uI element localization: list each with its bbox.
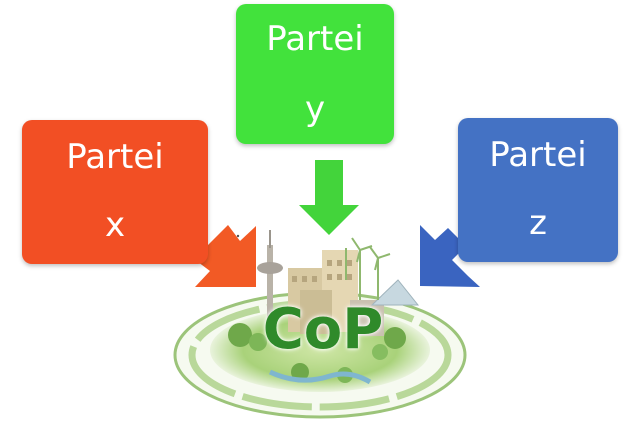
party-z-label: Partei	[489, 135, 587, 175]
party-x-letter: x	[104, 205, 126, 245]
party-z-letter: z	[529, 203, 547, 243]
party-y-letter: y	[304, 89, 326, 129]
party-x-label: Partei	[66, 137, 164, 177]
party-x-box: Partei x	[22, 120, 208, 264]
party-z-box: Partei z	[458, 118, 618, 262]
party-y-label: Partei	[266, 19, 364, 59]
cop-label: CoP	[262, 297, 384, 362]
party-y-box: Partei y	[236, 4, 394, 144]
